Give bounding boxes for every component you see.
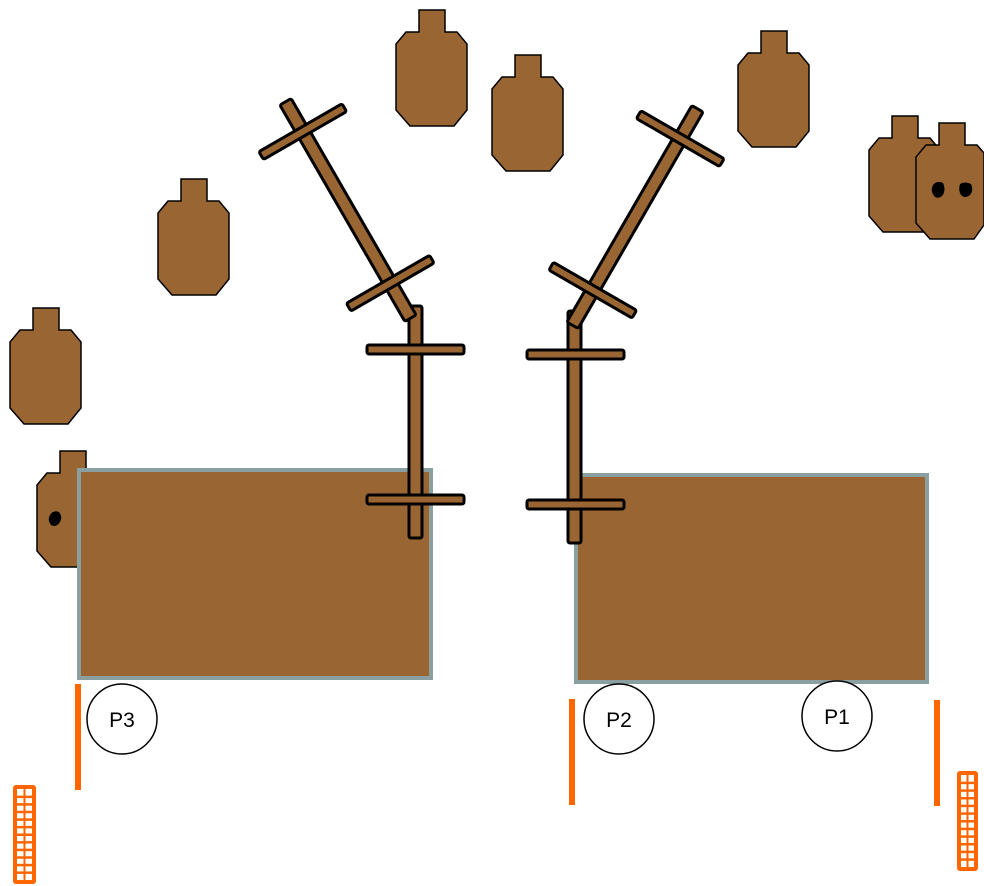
hit-mark bbox=[48, 511, 62, 526]
target-5 bbox=[9, 307, 82, 425]
position-p3: P3 bbox=[86, 683, 158, 755]
target-1 bbox=[395, 9, 468, 127]
position-label: P3 bbox=[109, 709, 135, 732]
position-label: P1 bbox=[824, 706, 850, 729]
port-left-angled bbox=[258, 97, 435, 323]
ladder-icon bbox=[13, 785, 36, 884]
position-p1: P1 bbox=[801, 680, 873, 752]
position-p2: P2 bbox=[583, 683, 655, 755]
fault-lines bbox=[75, 684, 940, 806]
positions: P3 P2 P1 bbox=[86, 680, 873, 755]
target-4 bbox=[157, 178, 230, 296]
hit-mark bbox=[931, 181, 945, 198]
target-3 bbox=[737, 30, 810, 148]
fault-line-middle bbox=[569, 699, 575, 805]
ladder-icon bbox=[957, 771, 978, 871]
position-label: P2 bbox=[606, 709, 632, 732]
wall-right bbox=[574, 473, 929, 684]
walls bbox=[77, 468, 929, 684]
port-right-angled bbox=[548, 104, 725, 330]
targets bbox=[9, 9, 984, 568]
hit-mark bbox=[959, 182, 973, 197]
port-left-vertical bbox=[365, 304, 466, 540]
target-2 bbox=[491, 54, 564, 172]
target-8 bbox=[915, 122, 984, 240]
fault-line-right bbox=[934, 700, 940, 806]
fault-line-left bbox=[75, 684, 81, 790]
port-right-vertical bbox=[525, 309, 626, 545]
